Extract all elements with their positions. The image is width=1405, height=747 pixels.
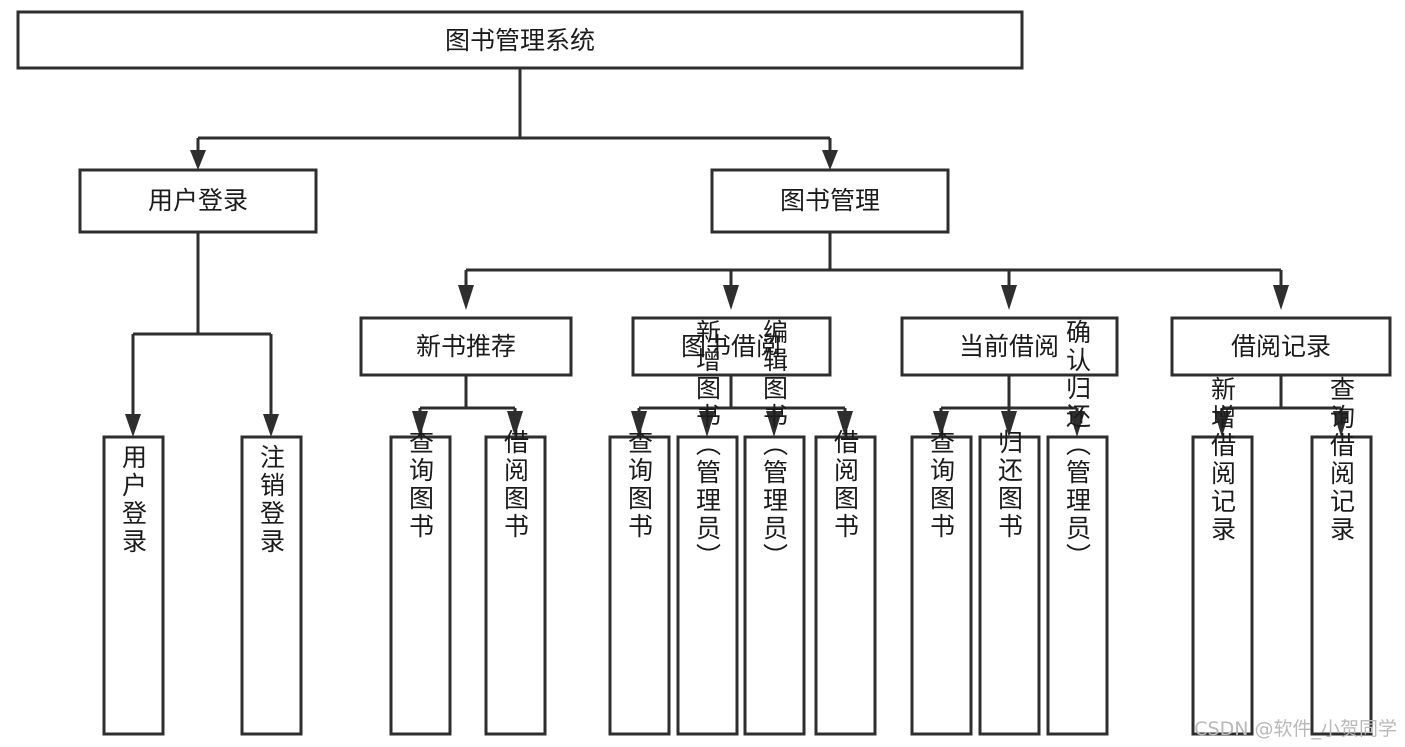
leaf-recommend-query-book-box[interactable] (389, 435, 452, 736)
arrow-head-icon (1001, 411, 1017, 437)
node-user-login-label: 用户登录 (148, 186, 248, 215)
edges-record-to-leaves (1214, 375, 1349, 437)
leaf-current-query-book-label: 查询图书 (927, 429, 956, 541)
arrow-head-icon (837, 411, 853, 437)
leaf-current-return-book[interactable]: 归还图书 (978, 429, 1041, 736)
node-root-box[interactable] (16, 10, 1024, 70)
leaf-current-return-book-box[interactable] (978, 435, 1041, 736)
leaf-user-login[interactable]: 用户登录 (102, 435, 165, 736)
leaf-record-query-record[interactable]: 查询借阅记录 (1310, 376, 1373, 736)
edges-current-to-leaves (933, 375, 1085, 437)
leaf-record-add-record-label: 新增借阅记录 (1208, 376, 1237, 544)
leaf-recommend-query-book[interactable]: 查询图书 (389, 429, 452, 736)
arrow-head-icon (412, 411, 428, 437)
leaf-current-confirm-return-box[interactable] (1046, 435, 1109, 736)
leaf-borrow-query-book-box[interactable] (608, 435, 671, 736)
leaf-borrow-borrow-book-box[interactable] (814, 435, 877, 736)
leaf-record-add-record[interactable]: 新增借阅记录 (1191, 376, 1254, 736)
leaf-current-query-book-box[interactable] (910, 435, 973, 736)
arrow-head-icon (822, 150, 838, 170)
arrow-head-icon (125, 414, 141, 437)
leaf-recommend-borrow-book-box[interactable] (484, 435, 547, 736)
leaf-current-return-book-label: 归还图书 (995, 429, 1024, 541)
arrow-head-icon (933, 411, 949, 437)
leaf-record-query-record-box[interactable] (1310, 435, 1373, 736)
leaf-borrow-borrow-book[interactable]: 借阅图书 (814, 429, 877, 736)
node-new-book-recommend[interactable]: 新书推荐 (359, 316, 573, 377)
arrow-head-icon (458, 285, 474, 310)
leaf-current-confirm-return-label: 确认归还（管理员） (1063, 319, 1092, 571)
arrow-head-icon (1273, 285, 1289, 310)
arrow-head-icon (263, 414, 279, 437)
node-borrow-record-label: 借阅记录 (1231, 332, 1331, 361)
arrow-head-icon (766, 411, 782, 437)
edges-borrow-to-leaves (631, 375, 853, 437)
node-root[interactable]: 图书管理系统 (16, 10, 1024, 70)
arrow-head-icon (190, 150, 206, 170)
node-new-book-recommend-box[interactable] (359, 316, 573, 377)
leaf-borrow-add-book[interactable]: 新增图书（管理员） (676, 319, 739, 736)
leaf-borrow-add-book-label: 新增图书（管理员） (693, 319, 722, 571)
arrow-head-icon (631, 411, 647, 437)
edges-root-to-level2 (190, 69, 838, 170)
node-user-login-box[interactable] (78, 168, 318, 234)
leaf-borrow-edit-book-box[interactable] (743, 435, 806, 736)
edges-user-login-to-leaves (125, 232, 279, 437)
leaf-record-query-record-label: 查询借阅记录 (1327, 376, 1356, 544)
leaf-recommend-borrow-book[interactable]: 借阅图书 (484, 429, 547, 736)
arrow-head-icon (507, 411, 523, 437)
node-borrow-record[interactable]: 借阅记录 (1170, 316, 1392, 377)
arrow-head-icon (723, 285, 739, 310)
leaf-user-login-box[interactable] (102, 435, 165, 736)
node-current-borrow[interactable]: 当前借阅 (900, 316, 1119, 377)
leaf-record-add-record-box[interactable] (1191, 435, 1254, 736)
leaf-user-logout-box[interactable] (240, 435, 303, 736)
node-book-borrow[interactable]: 图书借阅 (631, 316, 832, 377)
leaf-borrow-borrow-book-label: 借阅图书 (831, 429, 860, 541)
node-user-login[interactable]: 用户登录 (78, 168, 318, 234)
leaf-user-login-label: 用户登录 (119, 444, 148, 556)
node-new-book-recommend-label: 新书推荐 (416, 332, 516, 361)
arrow-head-icon (699, 411, 715, 437)
node-borrow-record-box[interactable] (1170, 316, 1392, 377)
leaf-borrow-query-book-label: 查询图书 (625, 429, 654, 541)
node-current-borrow-box[interactable] (900, 316, 1119, 377)
leaf-recommend-borrow-book-label: 借阅图书 (501, 429, 530, 541)
node-current-borrow-label: 当前借阅 (959, 332, 1059, 361)
watermark: CSDN @软件_小贺同学 (1194, 718, 1397, 740)
node-root-label: 图书管理系统 (445, 26, 595, 55)
leaf-user-logout-label: 注销登录 (257, 444, 286, 556)
arrow-head-icon (1001, 285, 1017, 310)
leaf-current-query-book[interactable]: 查询图书 (910, 429, 973, 736)
node-book-borrow-label: 图书借阅 (681, 332, 781, 361)
leaf-borrow-query-book[interactable]: 查询图书 (608, 429, 671, 736)
leaf-user-logout[interactable]: 注销登录 (240, 435, 303, 736)
leaf-borrow-add-book-box[interactable] (676, 435, 739, 736)
arrow-head-icon (1214, 411, 1230, 437)
arrow-head-icon (1333, 411, 1349, 437)
leaf-current-confirm-return[interactable]: 确认归还（管理员） (1046, 319, 1109, 736)
leaf-borrow-edit-book[interactable]: 编辑图书（管理员） (743, 319, 806, 736)
node-book-management[interactable]: 图书管理 (710, 168, 950, 234)
node-book-borrow-box[interactable] (631, 316, 832, 377)
node-book-management-label: 图书管理 (780, 186, 880, 215)
arrow-head-icon (1069, 411, 1085, 437)
leaf-borrow-edit-book-label: 编辑图书（管理员） (760, 319, 789, 571)
node-book-management-box[interactable] (710, 168, 950, 234)
leaf-recommend-query-book-label: 查询图书 (406, 429, 435, 541)
edges-recommend-to-leaves (412, 375, 523, 437)
edges-book-mgmt-to-level3 (458, 232, 1289, 310)
